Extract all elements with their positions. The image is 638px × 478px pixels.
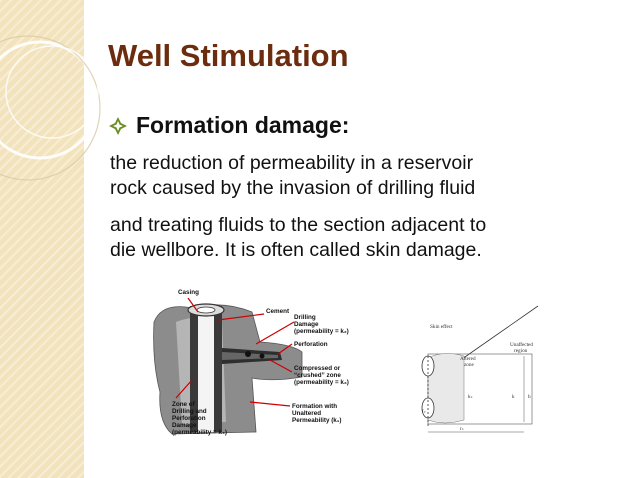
label-cement: Cement [266,308,290,315]
label-formation: Formation with [292,403,337,410]
bullet-heading: Formation damage: [108,112,349,139]
label-drilling: Damage [294,321,319,328]
wellbore-damage-diagram: Casing Cement Drilling Damage (permeabil… [153,289,349,436]
bullet-text: Formation damage: [136,112,350,138]
label-compressed: Compressed or [294,365,341,372]
label-altered: zone [464,362,474,368]
paragraph-line: die wellbore. It is often called skin da… [110,239,482,261]
label-unaffected: region [514,348,528,354]
label-h: h [528,394,531,400]
label-ks: kₛ [468,394,473,400]
label-altered: Altered [460,356,476,362]
label-perforation: Perforation [294,341,328,348]
label-formation: Unaltered [292,410,321,417]
label-drilling: Drilling [294,314,316,321]
label-zone: Damage [172,422,197,429]
paragraph-line: rock caused by the invasion of drilling … [110,177,476,199]
decorative-sidebar [0,0,84,478]
label-casing: Casing [178,289,199,296]
label-unaffected: Unaffected [510,341,533,348]
label-formation: Permeability (k₁) [292,417,342,424]
label-drilling: (permeability = k₂) [294,328,349,335]
label-skin-effect: Skin effect [430,323,453,330]
paragraph-line: and treating fluids to the section adjac… [110,214,487,236]
label-rs: rₛ [460,426,464,432]
label-zone: Perforation [172,415,206,422]
diamond-bullet-icon [109,116,127,135]
paragraph-line: the reduction of permeability in a reser… [110,152,474,174]
label-compressed: “crushed” zone [294,372,341,379]
label-rw: rᵤ [422,408,426,414]
label-zone: Drilling and [172,408,207,415]
label-zone: (permeability = k₄) [172,429,227,436]
skin-effect-diagram: Skin effect Unaffected region Altered zo… [421,305,539,433]
label-k: k [512,394,515,400]
slide-title: Well Stimulation [108,38,349,73]
label-zone: Zone of [172,401,196,408]
label-compressed: (permeability = k₃) [294,379,349,386]
